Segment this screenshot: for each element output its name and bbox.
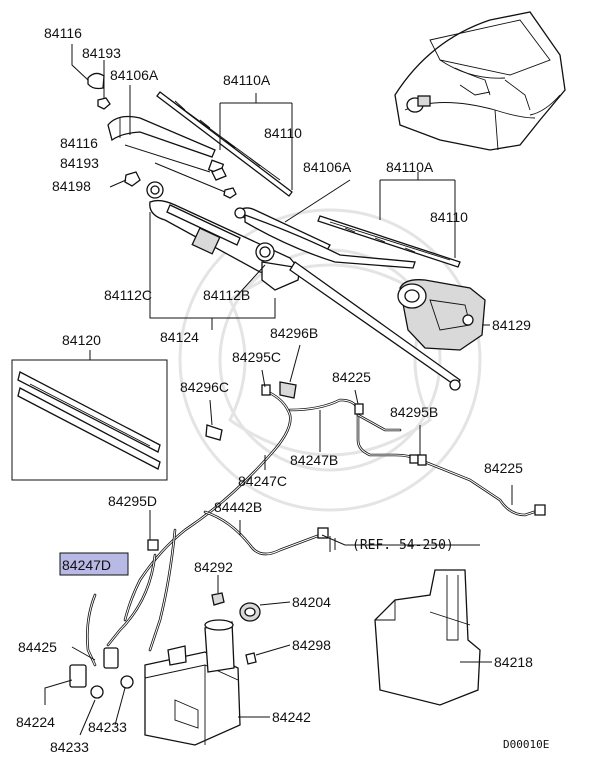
label-84112C[interactable]: 84112C [104,287,152,303]
label-84296B[interactable]: 84296B [270,325,318,341]
tank-cap-84204 [239,601,291,622]
wiper-blade-top [156,91,293,197]
label-84204[interactable]: 84204 [292,594,331,610]
label-leaders [149,212,513,540]
pivot-cap-84198 [109,171,141,188]
blade-refill-box [11,350,168,481]
cap-84116-top [71,44,105,90]
label-84225-right[interactable]: 84225 [484,460,523,476]
label-84110-top[interactable]: 84110 [264,125,302,141]
label-84296C[interactable]: 84296C [180,379,229,395]
tank-outline-84218 [374,569,492,706]
reference-leader [321,534,480,552]
nut-84193-top [97,60,111,110]
label-84112B[interactable]: 84112B [203,287,250,303]
diagram-code: D00010E [503,738,549,751]
label-84106A-left[interactable]: 84106A [110,67,159,83]
reference-note: (REF. 54-250) [352,538,454,553]
label-84442B[interactable]: 84442B [214,499,262,515]
label-84425[interactable]: 84425 [18,639,57,655]
wiper-motor [397,279,490,351]
vehicle-illustration [394,11,566,151]
nut-84193-mid [154,162,237,199]
grommet-84292 [211,575,225,606]
label-84218[interactable]: 84218 [494,654,533,670]
bolt-84298 [245,644,291,665]
highlight-84247D [59,552,129,576]
label-84298[interactable]: 84298 [292,637,331,653]
label-84233-a[interactable]: 84233 [88,719,127,735]
label-84247B[interactable]: 84247B [290,452,338,468]
label-84295C[interactable]: 84295C [232,349,281,365]
label-84225-top[interactable]: 84225 [332,369,371,385]
washer-pumps [44,646,134,736]
label-84124[interactable]: 84124 [160,329,199,345]
label-84120[interactable]: 84120 [62,332,101,348]
clip-84116-mid [124,144,227,181]
part-labels: 84116 84193 84106A 84110A 84110 84116 84… [16,25,549,755]
label-84116-mid[interactable]: 84116 [60,135,98,151]
label-84193-mid[interactable]: 84193 [60,155,99,171]
label-84224[interactable]: 84224 [16,714,55,730]
label-84242[interactable]: 84242 [272,709,311,725]
label-84106A-right[interactable]: 84106A [303,159,352,175]
label-84116-top[interactable]: 84116 [44,25,82,41]
label-84295D[interactable]: 84295D [108,493,157,509]
hose-joints [147,381,546,551]
label-84193-top[interactable]: 84193 [82,45,121,61]
label-84292[interactable]: 84292 [194,559,233,575]
label-84110A-top[interactable]: 84110A [223,72,271,88]
label-84129[interactable]: 84129 [492,317,531,333]
washer-tank [144,619,270,746]
label-84233-b[interactable]: 84233 [50,739,89,755]
wiper-blade-right [317,172,461,268]
label-84247C[interactable]: 84247C [238,473,287,489]
label-84110-right[interactable]: 84110 [430,209,468,225]
washer-hoses [86,390,542,667]
label-84247D[interactable]: 84247D [62,557,111,573]
label-84198[interactable]: 84198 [52,178,91,194]
label-84295B[interactable]: 84295B [390,404,438,420]
wiper-linkage [146,181,461,391]
label-84110A-right[interactable]: 84110A [386,159,434,175]
wiper-arm-right [244,179,416,269]
